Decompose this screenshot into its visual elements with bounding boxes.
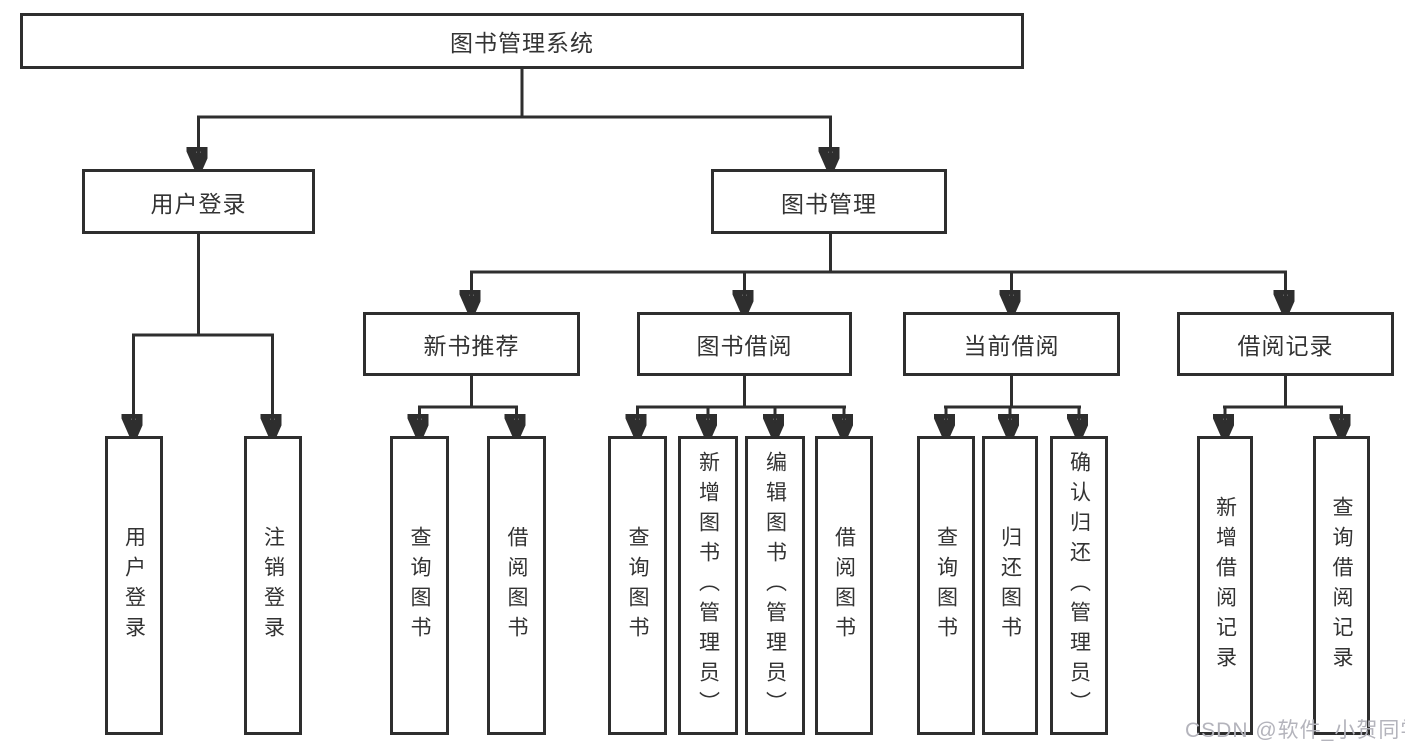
leaf-edit-book-admin: 编辑图书（管理员）: [745, 436, 805, 735]
leaf-query-books-borrow-label: 查询图书: [626, 525, 649, 646]
leaf-confirm-return-admin: 确认归还（管理员）: [1050, 436, 1108, 735]
node-current-borrowing: 当前借阅: [903, 312, 1120, 376]
node-new-book-recommend-label: 新书推荐: [423, 333, 520, 359]
leaf-return-book: 归还图书: [982, 436, 1038, 735]
leaf-borrow-books-label: 借阅图书: [832, 525, 856, 646]
edge-book-mgmt-children: [470, 234, 1287, 310]
node-root-label: 图书管理系统: [450, 30, 594, 56]
node-new-book-recommend: 新书推荐: [363, 312, 580, 376]
node-user-login: 用户登录: [82, 169, 315, 234]
edge-user-login-children: [132, 234, 274, 434]
leaf-user-login: 用户登录: [105, 436, 163, 735]
csdn-watermark: CSDN @软件_小贺同学: [1185, 719, 1405, 742]
node-current-borrowing-label: 当前借阅: [963, 333, 1060, 359]
leaf-return-book-label: 归还图书: [998, 525, 1022, 646]
leaf-user-login-label: 用户登录: [122, 525, 146, 646]
leaf-add-book-admin: 新增图书（管理员）: [678, 436, 738, 735]
leaf-query-books-recommend-label: 查询图书: [408, 525, 431, 646]
leaf-borrow-books-recommend: 借阅图书: [487, 436, 546, 735]
leaf-add-borrow-record: 新增借阅记录: [1197, 436, 1253, 735]
leaf-edit-book-admin-label: 编辑图书（管理员）: [763, 450, 787, 721]
node-user-login-label: 用户登录: [150, 190, 247, 217]
edge-current-borrow-children: [944, 376, 1081, 434]
edge-borrow-records-children: [1223, 376, 1343, 434]
node-borrowing-records: 借阅记录: [1177, 312, 1394, 376]
node-book-management-label: 图书管理: [781, 190, 877, 217]
leaf-query-borrow-record-label: 查询借阅记录: [1330, 495, 1353, 676]
leaf-query-books-recommend: 查询图书: [390, 436, 449, 735]
node-book-management: 图书管理: [711, 169, 947, 234]
leaf-add-book-admin-label: 新增图书（管理员）: [696, 450, 720, 721]
node-book-borrowing-label: 图书借阅: [696, 333, 793, 359]
leaf-borrow-books-recommend-label: 借阅图书: [505, 525, 528, 646]
leaf-query-borrow-record: 查询借阅记录: [1313, 436, 1370, 735]
edge-new-book-children: [418, 376, 518, 434]
leaf-borrow-books: 借阅图书: [815, 436, 873, 735]
leaf-logout: 注销登录: [244, 436, 302, 735]
node-borrowing-records-label: 借阅记录: [1237, 333, 1334, 359]
edge-root-to-level2: [197, 69, 832, 167]
leaf-add-borrow-record-label: 新增借阅记录: [1213, 495, 1237, 676]
leaf-query-books-current: 查询图书: [917, 436, 975, 735]
leaf-query-books-current-label: 查询图书: [934, 525, 958, 646]
leaf-query-books-borrow: 查询图书: [608, 436, 667, 735]
leaf-logout-label: 注销登录: [261, 525, 285, 646]
edge-book-borrow-children: [636, 376, 846, 434]
node-book-borrowing: 图书借阅: [637, 312, 852, 376]
node-root: 图书管理系统: [20, 13, 1024, 69]
leaf-confirm-return-admin-label: 确认归还（管理员）: [1067, 450, 1091, 721]
